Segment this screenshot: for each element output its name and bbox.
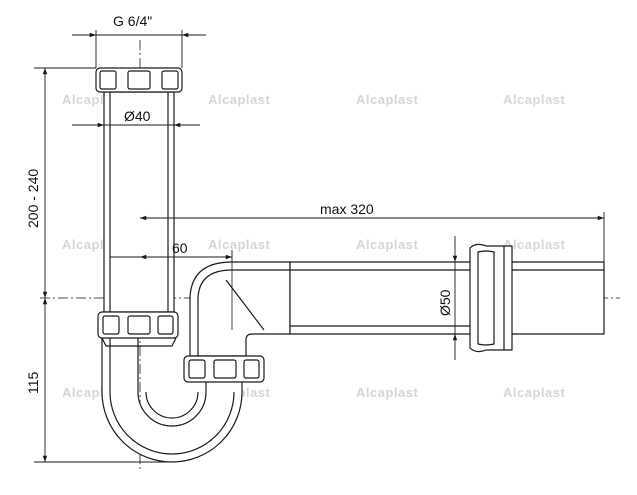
thread-size-label: G 6/4" (113, 13, 152, 29)
extension-pipe (499, 261, 605, 335)
watermark: Alcaplast (356, 385, 418, 400)
u-trap (101, 335, 243, 463)
watermark: Alcaplast (503, 237, 565, 252)
watermark: Alcaplast (356, 92, 418, 107)
watermark: Alcaplast (503, 385, 565, 400)
watermark: Alcaplast (356, 237, 418, 252)
siphon-body (95, 67, 605, 463)
dimension-lines (34, 30, 605, 463)
max-length-label: max 320 (320, 201, 374, 217)
trap-height-label: 115 (25, 371, 41, 394)
outlet-diameter-label: Ø50 (437, 289, 453, 316)
offset-label: 60 (172, 240, 188, 256)
rubber-seal (469, 243, 513, 353)
dimension-labels: G 6/4" Ø40 max 320 60 Ø50 200 - 240 115 (25, 13, 453, 394)
top-nut (95, 67, 183, 93)
watermark: Alcaplast (503, 92, 565, 107)
watermark: Alcaplast (208, 92, 270, 107)
outlet-pipe (289, 261, 501, 335)
watermark: Alcaplast (208, 237, 270, 252)
watermark-layer: Alcaplast Alcaplast Alcaplast Alcaplast … (62, 92, 565, 400)
outlet-elbow (189, 261, 291, 357)
height-range-label: 200 - 240 (25, 169, 41, 228)
pipe-diameter-label: Ø40 (124, 108, 151, 124)
